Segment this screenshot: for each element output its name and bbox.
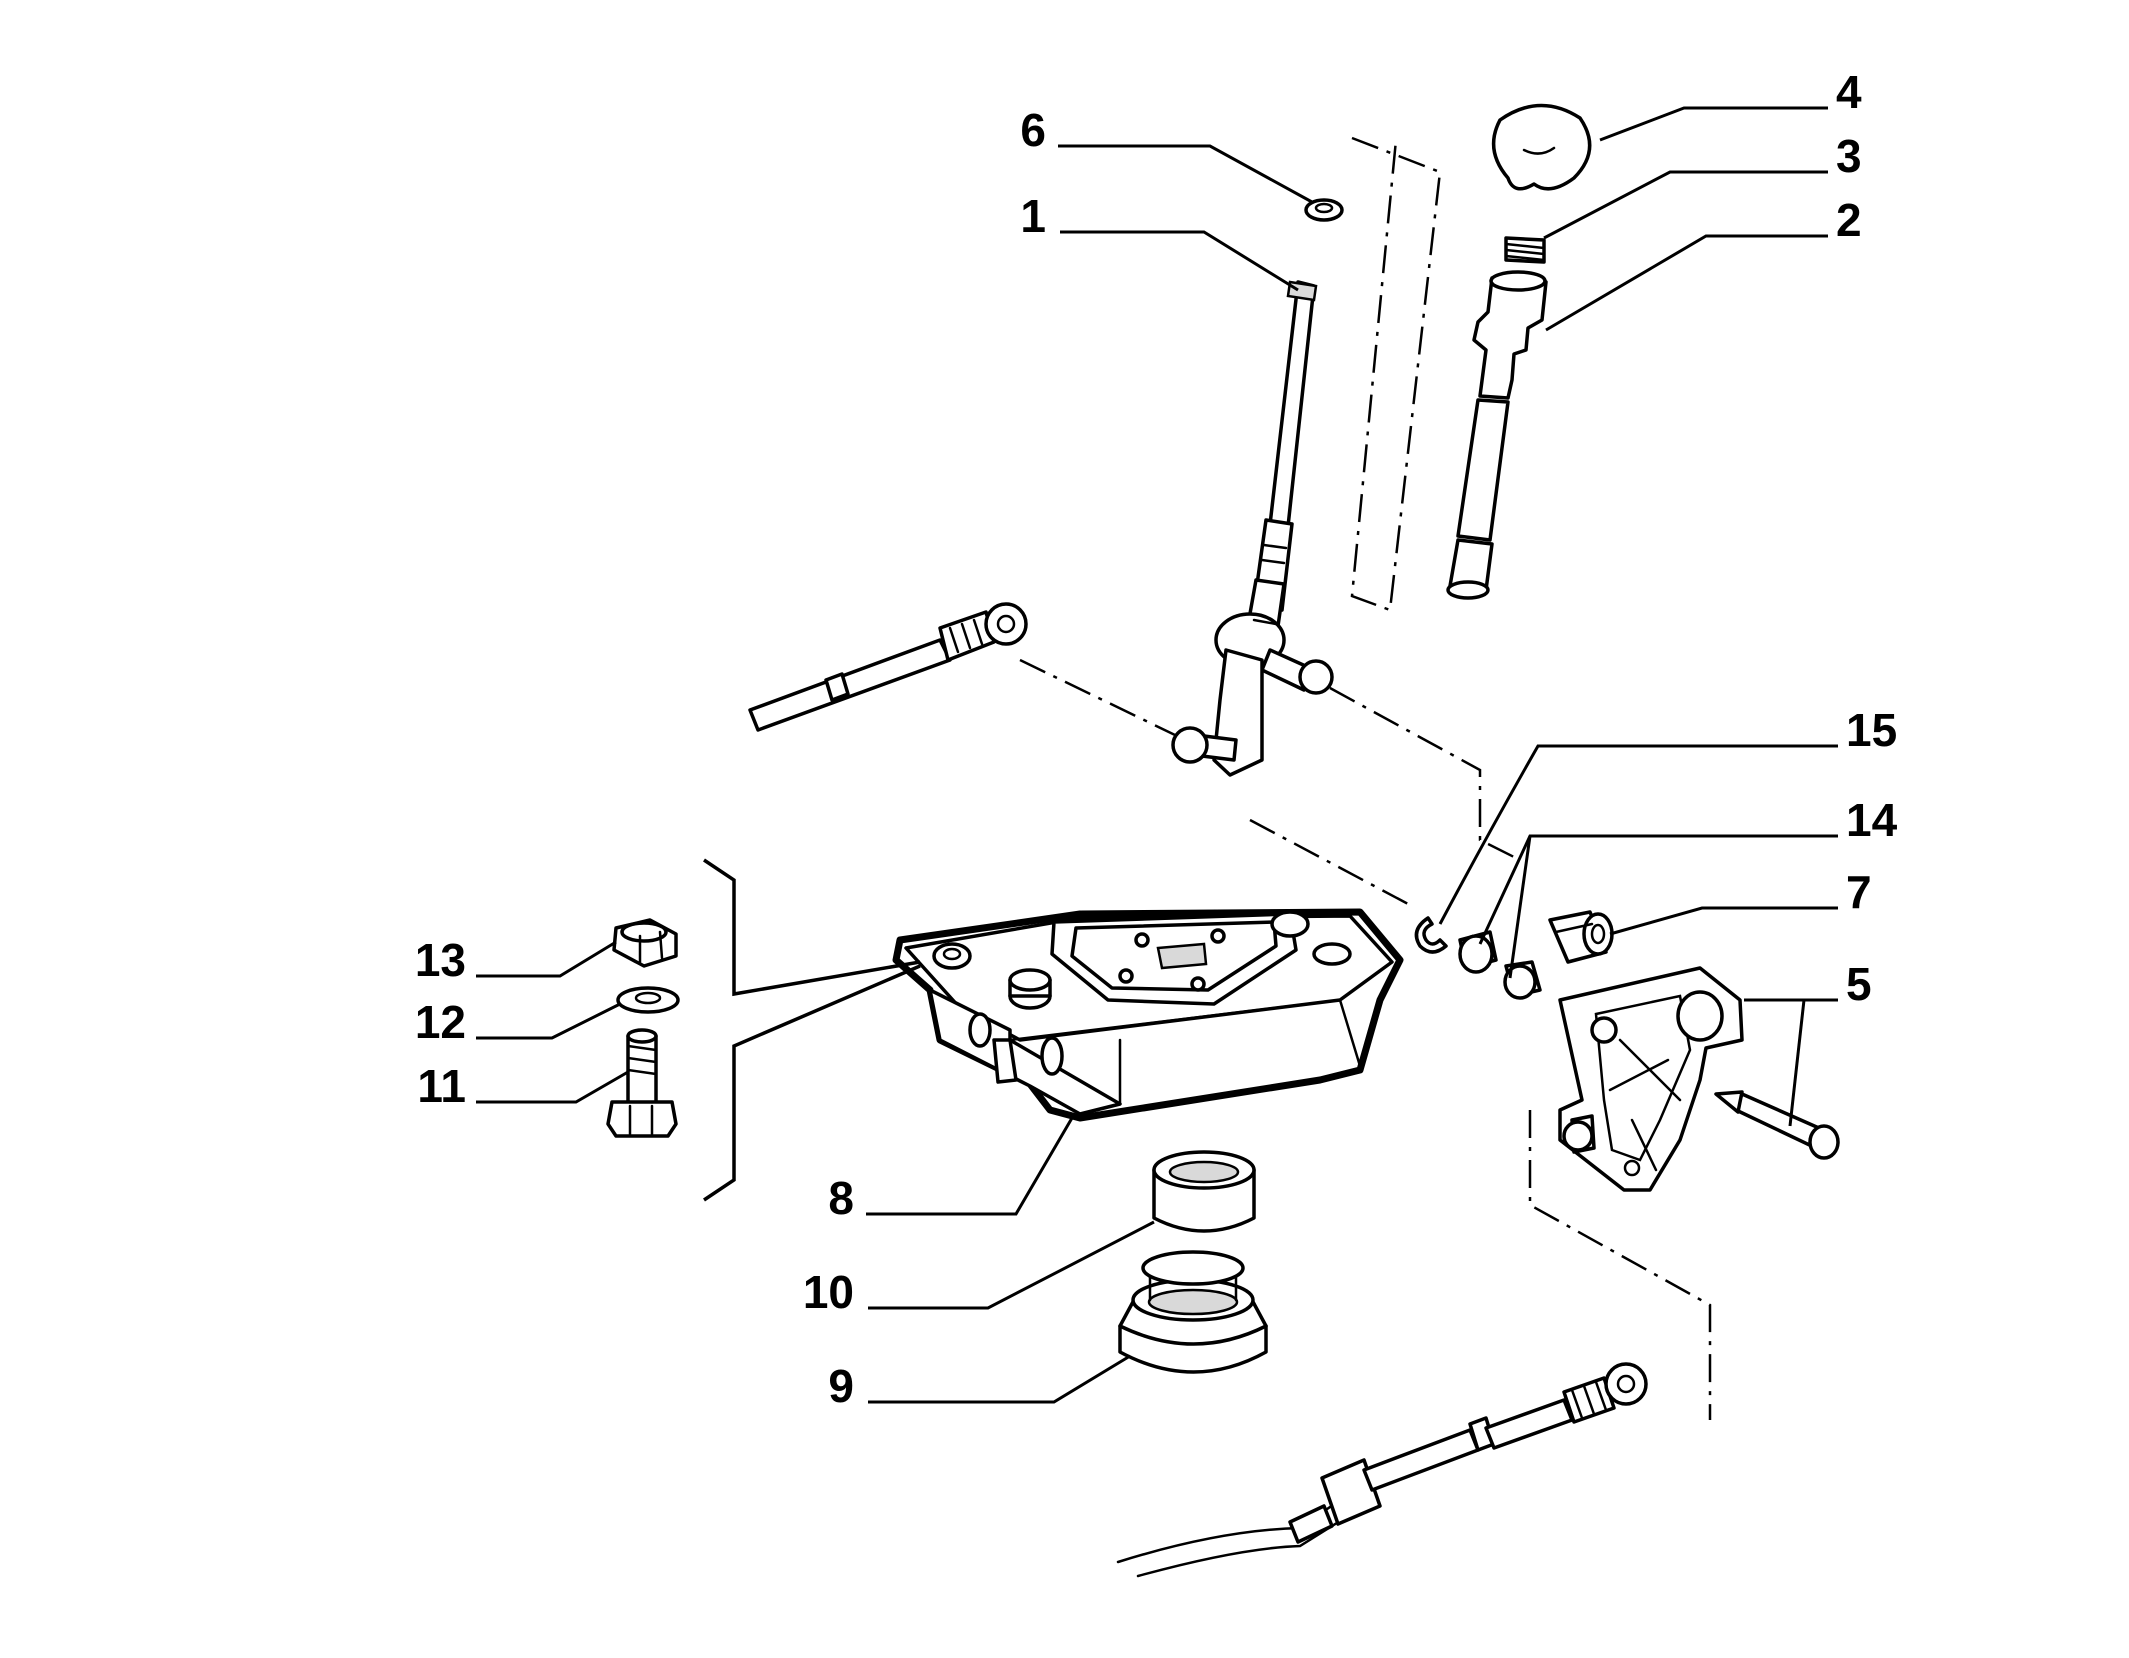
leader-13	[476, 940, 617, 978]
alignment-line-housing-clip	[1249, 818, 1411, 907]
leader-9	[868, 1354, 1131, 1404]
leader-10	[868, 1220, 1155, 1310]
callout-5: 5	[1846, 958, 1872, 1010]
callout-8: 8	[828, 1172, 854, 1224]
part-14-bushing-upper	[1458, 930, 1498, 974]
leader-lines	[476, 106, 1838, 1404]
callout-15: 15	[1846, 704, 1897, 756]
part-2-shift-boot	[1446, 270, 1548, 600]
leader-2	[1545, 234, 1828, 332]
callout-13: 13	[415, 934, 466, 986]
leader-6	[1058, 144, 1313, 204]
leader-8	[866, 1117, 1074, 1216]
cable-left	[748, 602, 1028, 732]
part-9-rubber-mount	[1118, 1250, 1268, 1374]
part-5-pin	[1714, 1090, 1840, 1160]
leader-14b	[1508, 835, 1532, 979]
part-10-seal-ring	[1152, 1150, 1256, 1233]
callout-6: 6	[1020, 104, 1046, 156]
callout-4: 4	[1836, 66, 1862, 118]
callout-12: 12	[415, 996, 466, 1048]
leader-7	[1609, 906, 1838, 936]
hardware-bracket	[703, 858, 921, 1202]
part-4-knob	[1491, 103, 1592, 191]
leader-14a	[1478, 834, 1838, 945]
part-7-pivot-bush	[1548, 910, 1614, 964]
callout-3: 3	[1836, 130, 1862, 182]
alignment-line-cable	[1528, 1110, 1712, 1420]
leader-15	[1438, 744, 1838, 925]
part-3-spring	[1504, 236, 1546, 264]
callout-10: 10	[803, 1266, 854, 1318]
cable-bottom	[1116, 1362, 1648, 1578]
alignment-lines	[1019, 136, 1712, 1420]
leader-11	[476, 1070, 629, 1104]
leader-4	[1599, 106, 1828, 142]
callout-9: 9	[828, 1360, 854, 1412]
callout-14: 14	[1846, 794, 1898, 846]
part-8-housing	[892, 908, 1404, 1122]
part-11-bolt	[606, 1028, 678, 1138]
alignment-line-lever-upper	[1350, 136, 1442, 612]
part-1-gear-lever	[1171, 280, 1334, 777]
leader-5b	[1788, 999, 1806, 1127]
callout-1: 1	[1020, 190, 1046, 242]
part-14-bushing-lower	[1503, 960, 1542, 1000]
part-13-nut	[612, 918, 678, 968]
part-15-clip	[1414, 916, 1448, 954]
callout-11: 11	[417, 1060, 466, 1112]
part-5-support-bracket	[1558, 966, 1744, 1192]
leader-12	[476, 1002, 621, 1040]
part-6-washer	[1304, 198, 1344, 222]
leader-3	[1543, 170, 1828, 240]
callout-7: 7	[1846, 866, 1872, 918]
alignment-line-lever-pivot	[1329, 686, 1521, 862]
callout-2: 2	[1836, 194, 1862, 246]
part-12-washer	[616, 986, 680, 1014]
leader-1	[1060, 230, 1299, 292]
alignment-line-ball-joint	[1019, 658, 1176, 737]
callout-labels: 1 2 3 4 5 6 7 8 9 10 11 12 13 14 15	[415, 66, 1898, 1412]
